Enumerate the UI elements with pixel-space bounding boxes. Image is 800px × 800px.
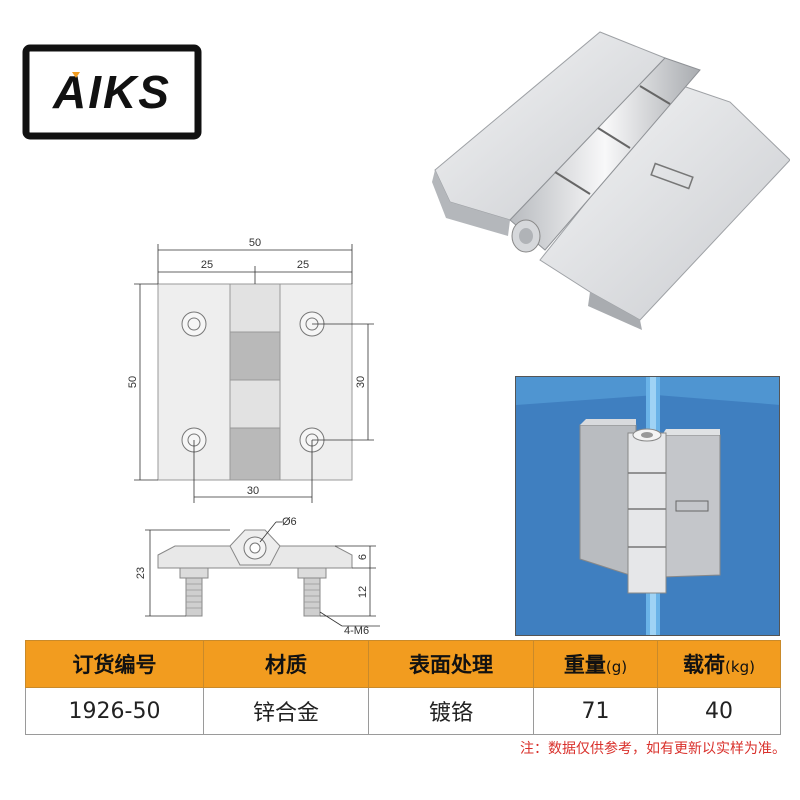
cell-weight: 71 — [533, 687, 658, 735]
cell-material: 锌合金 — [203, 687, 369, 735]
aiks-logo: AIKS — [22, 44, 202, 140]
dim-hole-spacing-vertical: 30 — [355, 376, 367, 388]
dim-height-total: 23 — [135, 567, 147, 579]
header-load: 载荷(kg) — [657, 640, 781, 688]
spec-table: 订货编号 材质 表面处理 重量(g) 载荷(kg) 1926-50 锌合金 镀铬… — [25, 640, 781, 735]
header-order-number: 订货编号 — [25, 640, 204, 688]
disclaimer-note: 注：数据仅供参考，如有更新以实样为准。 — [520, 741, 786, 757]
application-panel — [515, 376, 780, 636]
dim-overall-width: 50 — [249, 237, 261, 249]
dim-pin-diameter: Ø6 — [282, 516, 297, 528]
cell-order-number: 1926-50 — [25, 687, 204, 735]
table-row: 1926-50 锌合金 镀铬 71 40 — [25, 687, 781, 735]
top-view — [157, 283, 353, 481]
header-surface-finish: 表面处理 — [368, 640, 534, 688]
dim-half-right: 25 — [297, 259, 309, 271]
cell-load: 40 — [657, 687, 781, 735]
technical-drawing: 50 25 25 50 30 30 Ø6 — [127, 237, 380, 637]
hinge-3d-render — [432, 31, 790, 330]
dim-half-left: 25 — [201, 259, 213, 271]
dim-screw-length: 12 — [357, 586, 369, 598]
header-material: 材质 — [203, 640, 369, 688]
dim-screw-spec: 4-M6 — [344, 625, 369, 637]
dim-height: 50 — [127, 376, 139, 388]
cell-surface-finish: 镀铬 — [368, 687, 534, 735]
side-view — [157, 529, 353, 617]
table-header-row: 订货编号 材质 表面处理 重量(g) 载荷(kg) — [25, 640, 781, 688]
dim-plate-thickness: 6 — [357, 554, 369, 560]
dim-hole-spacing-horizontal: 30 — [247, 485, 259, 497]
header-weight: 重量(g) — [533, 640, 658, 688]
logo-text: AIKS — [52, 66, 171, 118]
